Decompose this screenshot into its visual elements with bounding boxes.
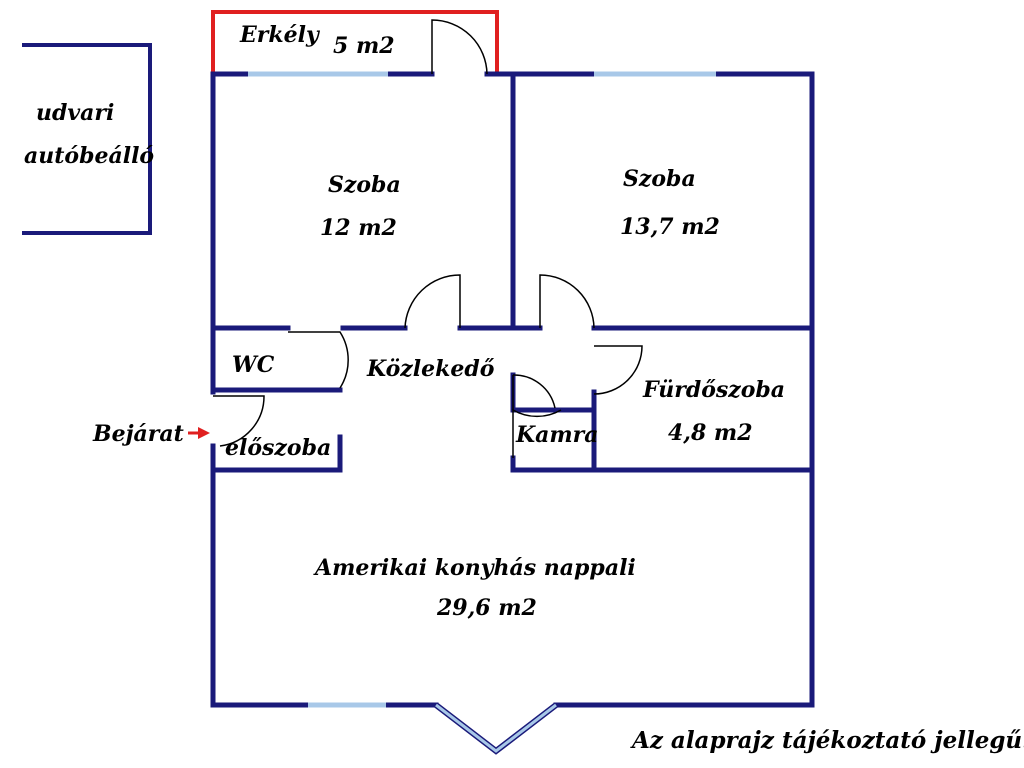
bathroom-door xyxy=(593,345,643,395)
corridor-door xyxy=(512,374,556,410)
windows xyxy=(248,71,716,708)
room1-area: 12 m2 xyxy=(320,215,397,241)
parking-outline xyxy=(22,43,152,235)
entrance-arrow-icon xyxy=(188,427,210,439)
hall-label: előszoba xyxy=(225,435,331,461)
parking-label-line2: autóbeálló xyxy=(24,143,154,169)
living-area: 29,6 m2 xyxy=(436,595,537,621)
room2-door xyxy=(539,274,595,329)
balcony-railing xyxy=(211,10,499,74)
balcony-label: Erkély xyxy=(239,22,321,48)
bathroom-area: 4,8 m2 xyxy=(668,420,753,446)
balcony-door xyxy=(431,19,488,75)
room2-area: 13,7 m2 xyxy=(620,214,720,240)
entrance-label: Bejárat xyxy=(92,421,184,447)
room1-door xyxy=(404,274,461,329)
bathroom-label: Fürdőszoba xyxy=(642,377,785,403)
parking-label-line1: udvari xyxy=(36,100,114,126)
entrance-door xyxy=(213,395,265,447)
room2-label: Szoba xyxy=(623,166,696,192)
walls xyxy=(210,71,815,708)
living-label: Amerikai konyhás nappali xyxy=(313,555,636,581)
disclaimer-note: Az alaprajz tájékoztató jellegű! xyxy=(630,727,1024,754)
wc-door xyxy=(288,331,349,389)
balcony-area: 5 m2 xyxy=(333,33,395,59)
labels: udvari autóbeálló Erkély 5 m2 Szoba 12 m… xyxy=(24,22,1024,754)
bay-window xyxy=(434,702,558,755)
wc-label: WC xyxy=(232,352,275,378)
room1-label: Szoba xyxy=(328,172,401,198)
pantry-label: Kamra xyxy=(515,422,599,448)
door-swings xyxy=(213,19,643,458)
corridor-label: Közlekedő xyxy=(366,356,495,382)
pantry-door xyxy=(512,408,562,458)
